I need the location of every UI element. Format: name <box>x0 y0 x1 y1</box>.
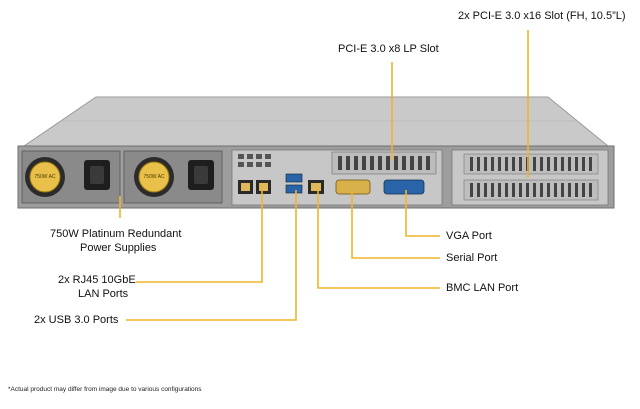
label-vga: VGA Port <box>446 230 492 242</box>
label-psu-line1: 750W Platinum Redundant <box>50 228 182 240</box>
callout-bmc <box>317 190 440 289</box>
callout-rj45 <box>136 190 263 283</box>
rj45-10gbe-ports <box>238 180 271 194</box>
footnote: *Actual product may differ from image du… <box>8 386 202 393</box>
label-pcie-x8: PCI-E 3.0 x8 LP Slot <box>338 43 439 55</box>
callout-serial <box>351 192 440 259</box>
callout-vga <box>405 190 440 237</box>
psu-badge-1: 750W AC <box>34 174 56 180</box>
psu-badge-2: 750W AC <box>143 174 165 180</box>
label-rj45-line2: LAN Ports <box>78 288 129 300</box>
serial-port <box>335 179 371 195</box>
vga-port <box>383 179 425 195</box>
label-pcie-x16: 2x PCI-E 3.0 x16 Slot (FH, 10.5”L) <box>458 10 626 22</box>
pcie-x8-lp-slot <box>331 151 437 175</box>
psu-fan-icon <box>29 161 61 193</box>
power-supply-2: 750W AC <box>123 150 223 204</box>
bmc-lan-port <box>308 180 324 194</box>
label-psu-line2: Power Supplies <box>80 242 157 254</box>
label-usb: 2x USB 3.0 Ports <box>34 314 119 326</box>
usb-3-ports <box>285 173 303 194</box>
callout-lines <box>119 30 529 321</box>
pcie-x16-slots <box>451 149 609 206</box>
io-vent-grid <box>238 154 271 167</box>
label-serial: Serial Port <box>446 252 498 264</box>
chassis-top-cover <box>22 96 610 147</box>
callout-usb <box>126 190 297 321</box>
label-rj45-line1: 2x RJ45 10GbE <box>58 274 136 286</box>
psu-fan-icon <box>138 161 170 193</box>
label-bmc: BMC LAN Port <box>446 282 519 294</box>
power-supply-1: 750W AC <box>21 150 121 204</box>
